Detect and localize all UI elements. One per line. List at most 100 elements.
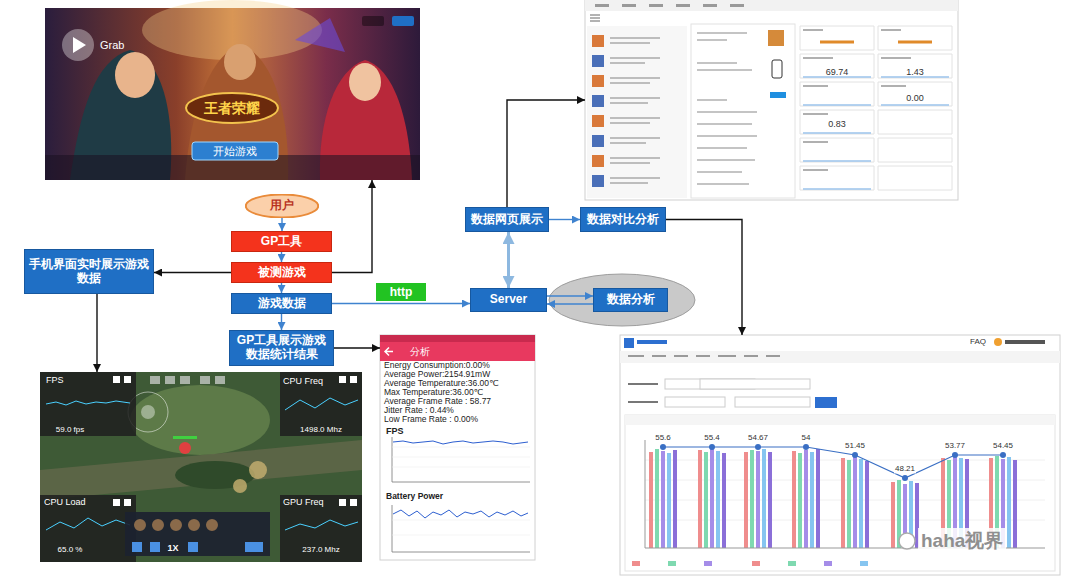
query-button [815, 397, 837, 408]
web-screen [620, 335, 1060, 575]
fps-trace [393, 441, 528, 444]
screen-text: 53.77 [944, 441, 966, 450]
screen-text: 1498.0 Mhz [300, 425, 342, 434]
phone-icon [772, 60, 782, 78]
start-button [192, 142, 278, 160]
screen-text: 1.43 [906, 67, 924, 77]
edge-label: http [376, 283, 427, 301]
replay-bar [125, 512, 270, 556]
tab-names [628, 355, 780, 357]
nav-tabs [595, 4, 744, 7]
connector [507, 232, 510, 288]
connector [547, 295, 593, 296]
average-line [663, 447, 1003, 478]
screen-text: FPS [46, 375, 64, 385]
power-trace [393, 510, 528, 518]
detail-button [770, 92, 786, 98]
replay-buttons [132, 542, 263, 552]
screen-text: 69.74 [826, 67, 849, 77]
connector [96, 294, 97, 372]
detail-lines [697, 33, 757, 184]
screenshot-panel: FPS59.0 fpsCPU Freq1498.0 MhzCPU Load65.… [40, 372, 362, 562]
tab-row [620, 351, 1060, 363]
app-list [587, 26, 687, 198]
connector [334, 347, 380, 348]
skill-button [249, 461, 267, 479]
screen-text: Battery Power [386, 492, 443, 502]
process-box: 数据网页展示 [465, 207, 549, 232]
screen-text: 55.6 [654, 433, 672, 442]
game-icon [768, 30, 784, 46]
process-box: 手机界面实时展示游戏数据 [24, 249, 154, 294]
ellipse-shape [246, 194, 319, 217]
top-button [392, 16, 414, 26]
chart-panel [625, 415, 1055, 571]
process-box: 数据对比分析 [580, 207, 666, 232]
joystick-knob [141, 405, 155, 419]
screen-text: 51.45 [844, 441, 866, 450]
screen-text: 开始游戏 [213, 145, 257, 158]
card-values [820, 41, 932, 44]
screen-text: 237.0 Mhz [302, 545, 339, 554]
connector [666, 220, 742, 336]
load-trace [46, 518, 130, 530]
power-grid [392, 520, 530, 535]
legend-swatches [704, 561, 832, 566]
user-ellipse: 用户 [245, 194, 319, 218]
screen-text: 王者荣耀 [204, 100, 260, 116]
card-bars [803, 77, 949, 189]
cpu-load-panel [40, 495, 136, 562]
legend-swatches [668, 561, 796, 566]
hero-face [224, 44, 256, 80]
process-box: GP工具展示游戏数据统计结果 [229, 330, 334, 366]
hero-face [349, 63, 381, 101]
screen-text: Low Frame Rate : 0.00% [384, 415, 478, 425]
title-bar [380, 342, 535, 361]
connector [281, 283, 282, 293]
list-lines [610, 38, 660, 183]
skill-button [233, 479, 247, 493]
screen-text: 54 [801, 433, 812, 442]
screen-text: GPU Freq [283, 497, 324, 507]
play-button [62, 29, 94, 61]
gpu-freq-panel [280, 495, 362, 562]
terrain [130, 385, 270, 455]
legend-swatches [632, 561, 760, 566]
detail-card [691, 24, 795, 198]
connector [281, 314, 282, 330]
user-name [1005, 340, 1045, 344]
screen-text: 54.67 [747, 433, 769, 442]
connector [281, 252, 282, 262]
screen-text: 65.0 % [58, 545, 83, 554]
hero [179, 442, 191, 454]
screenshot-panel: Grab王者荣耀开始游戏 [45, 8, 420, 180]
filter-names [628, 384, 658, 402]
screen-text: 48.21 [894, 464, 916, 473]
screen-text: 54.45 [992, 441, 1014, 450]
screen-text: 0.83 [828, 119, 846, 129]
node-label: 数据对比分析 [587, 213, 659, 227]
menu-icon [590, 15, 600, 21]
node-label: GP工具 [261, 235, 302, 249]
node-label: 被测游戏 [258, 266, 306, 280]
connector [281, 218, 282, 231]
avatars [134, 519, 218, 531]
screen-text: FAQ [970, 337, 986, 346]
fps-panel [40, 372, 136, 436]
connector [549, 219, 580, 220]
cpu-freq-panel [280, 372, 362, 436]
connector [154, 272, 231, 273]
web-screen [585, 0, 958, 200]
screen-text: CPU Freq [283, 376, 323, 386]
screenshot-panel: 分析Energy Consumption:0.00%Average Power:… [380, 335, 535, 560]
logo-plate [186, 93, 278, 123]
hero-face [115, 52, 155, 98]
game-screen [40, 372, 362, 562]
process-box: GP工具 [231, 231, 332, 252]
node-label: GP工具展示游戏数据统计结果 [234, 334, 329, 362]
site-name [637, 340, 667, 344]
filter-input [700, 379, 810, 389]
gpu-trace [285, 520, 358, 530]
fps-trace [46, 401, 130, 405]
